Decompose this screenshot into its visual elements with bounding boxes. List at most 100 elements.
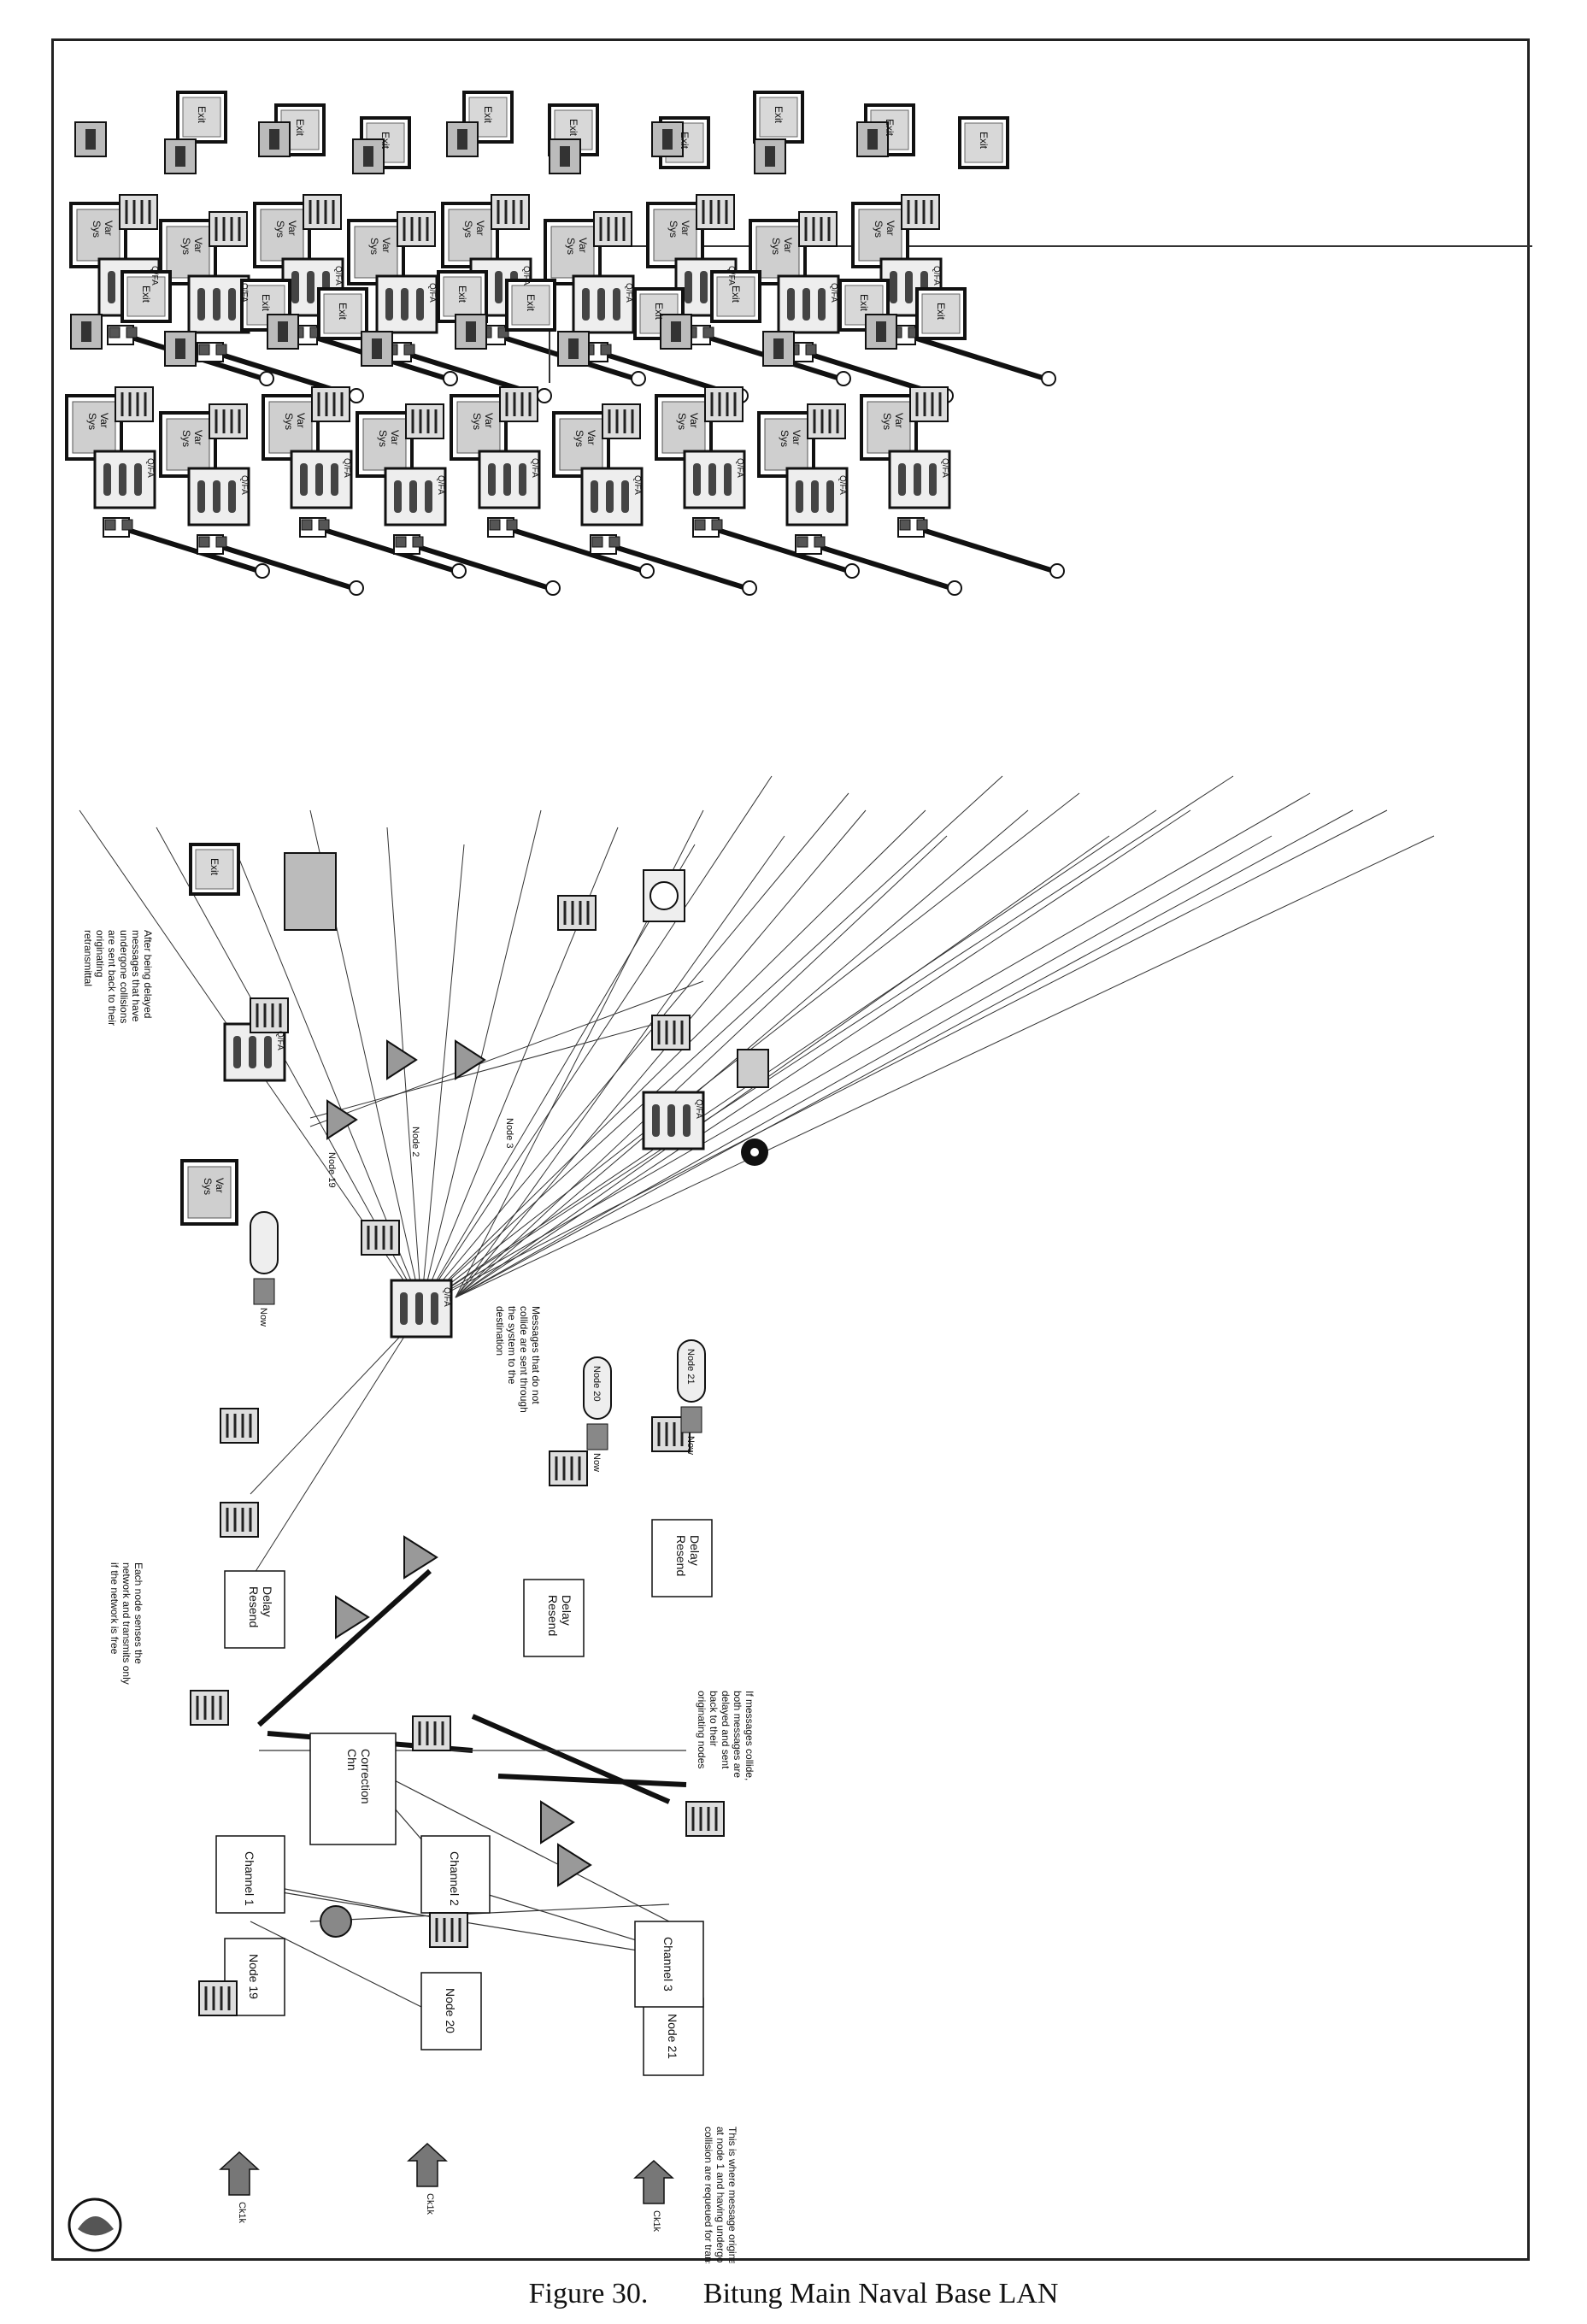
connector-icon xyxy=(506,519,518,531)
node-21-block xyxy=(643,1997,704,2076)
note-no-collide: destination xyxy=(494,1306,506,1356)
queue-slot-icon xyxy=(652,1104,660,1137)
exit-label: Exit xyxy=(337,303,349,321)
sys-var-label: Var xyxy=(286,221,298,236)
sys-var-label: Sys xyxy=(91,221,103,238)
queue-label: Q/FA xyxy=(632,475,642,495)
queue-slot-icon xyxy=(811,480,819,513)
fan-line xyxy=(455,809,867,1298)
exit-small-icon xyxy=(175,338,185,359)
select-end-icon xyxy=(742,580,757,596)
sys-var-panel xyxy=(260,209,304,262)
sys-var-label: Var xyxy=(893,413,905,428)
connector-icon xyxy=(215,344,227,356)
node-20-block xyxy=(420,1972,482,2050)
sys-var-panel xyxy=(867,401,911,454)
node-20-toggle-label: Node 20 xyxy=(591,1366,602,1402)
queue-slot-icon xyxy=(228,288,236,321)
sys-var-label: Sys xyxy=(676,413,688,430)
sys-var-label: Sys xyxy=(283,413,295,430)
note-delayed: After being delayed xyxy=(142,930,154,1018)
queue-slot-icon xyxy=(606,480,614,513)
fan-line xyxy=(420,792,849,1307)
connection-line xyxy=(309,1015,687,1119)
queue-slot-icon xyxy=(431,1292,438,1325)
branch-thick-line xyxy=(506,526,644,574)
channel-3-block-label: Channel 3 xyxy=(661,1937,675,1992)
queue-label: Q/FA xyxy=(694,1099,703,1119)
exit-label: Exit xyxy=(209,858,220,876)
merge-triangle-icon xyxy=(557,1843,592,1887)
exit-panel xyxy=(964,122,1003,163)
connector-icon xyxy=(198,344,210,356)
note-origin: at node 1 and having undergone a xyxy=(714,2127,726,2263)
sys-var-label: Sys xyxy=(274,221,286,238)
note-delayed: are sent back to their xyxy=(106,930,118,1026)
branch-thick-line xyxy=(497,1774,687,1787)
connector-icon xyxy=(796,536,808,548)
queue-slot-icon xyxy=(621,480,629,513)
connector-icon xyxy=(109,327,120,338)
queue-slot-icon xyxy=(415,1292,423,1325)
branch-thick-line xyxy=(412,543,550,591)
branch-thick-line xyxy=(814,543,952,591)
figure-title: Bitung Main Naval Base LAN xyxy=(702,2278,1059,2309)
node-label: Node 3 xyxy=(504,1118,514,1148)
branch-thick-line xyxy=(215,543,354,591)
resend-delay-block-2-label: Delay xyxy=(560,1595,573,1626)
now-arrow-icon xyxy=(253,1278,275,1305)
select-end-icon xyxy=(451,563,467,579)
logo-emblem-icon xyxy=(78,2216,114,2236)
input-arrow-icon xyxy=(407,2142,448,2187)
note-delayed: undergone collisions xyxy=(118,930,130,1023)
queue-slot-icon xyxy=(802,288,810,321)
branch-thick-line xyxy=(711,526,849,574)
fan-line xyxy=(455,809,1354,1298)
queue-slot-icon xyxy=(249,1036,256,1068)
node-20-block-label: Node 20 xyxy=(444,1988,457,2033)
sys-var-label: Var xyxy=(474,221,486,236)
connector-icon xyxy=(702,327,714,338)
queue-label: Q/FA xyxy=(342,458,351,478)
queue-label: Q/FA xyxy=(932,266,941,285)
queue-slot-icon xyxy=(905,271,913,303)
queue-slot-icon xyxy=(233,1036,241,1068)
resend-delay-block-1-label: Resend xyxy=(247,1586,261,1627)
queue-slot-icon xyxy=(495,271,503,303)
select-end-icon xyxy=(349,388,364,403)
exit-label: Exit xyxy=(196,106,208,124)
exit-label: Exit xyxy=(482,106,494,124)
connection-line xyxy=(352,1758,670,1922)
input-arrow-icon xyxy=(219,2150,260,2196)
exit-small-icon xyxy=(560,146,570,167)
now-label: Now xyxy=(258,1308,268,1327)
channel-1-block-label: Channel 1 xyxy=(243,1851,256,1906)
node-label: Node 2 xyxy=(410,1127,420,1156)
exit-small-block xyxy=(455,314,487,350)
merge-triangle-icon xyxy=(386,1039,418,1080)
select-end-icon xyxy=(545,580,561,596)
sys-var-panel xyxy=(76,209,120,262)
fan-line xyxy=(420,775,1003,1307)
sys-var-panel xyxy=(661,401,706,454)
fan-line xyxy=(455,835,1110,1298)
queue-slot-icon xyxy=(401,288,409,321)
note-sense: if the network is free xyxy=(109,1562,120,1655)
sys-var-label: Var xyxy=(98,413,110,428)
channel-2-block-label: Channel 2 xyxy=(448,1851,461,1906)
now-label: Now xyxy=(685,1436,696,1455)
note-collide: both messages are xyxy=(732,1691,744,1778)
channel-2-block xyxy=(420,1835,491,1914)
fan-line xyxy=(420,792,1311,1307)
chn-correction-block-label: Correction xyxy=(359,1749,373,1804)
queue-label: Q/FA xyxy=(442,1287,451,1307)
fan-line xyxy=(455,835,1435,1298)
queue-label: Q/FA xyxy=(624,283,633,303)
exit-small-icon xyxy=(765,146,775,167)
sys-var-label: Sys xyxy=(377,430,389,447)
sys-var-label: Sys xyxy=(462,221,474,238)
note-no-collide: collide are sent through xyxy=(518,1306,530,1413)
connector-icon xyxy=(694,519,706,531)
queue-slot-icon xyxy=(197,480,205,513)
note-delayed: retransmittal xyxy=(82,930,94,986)
